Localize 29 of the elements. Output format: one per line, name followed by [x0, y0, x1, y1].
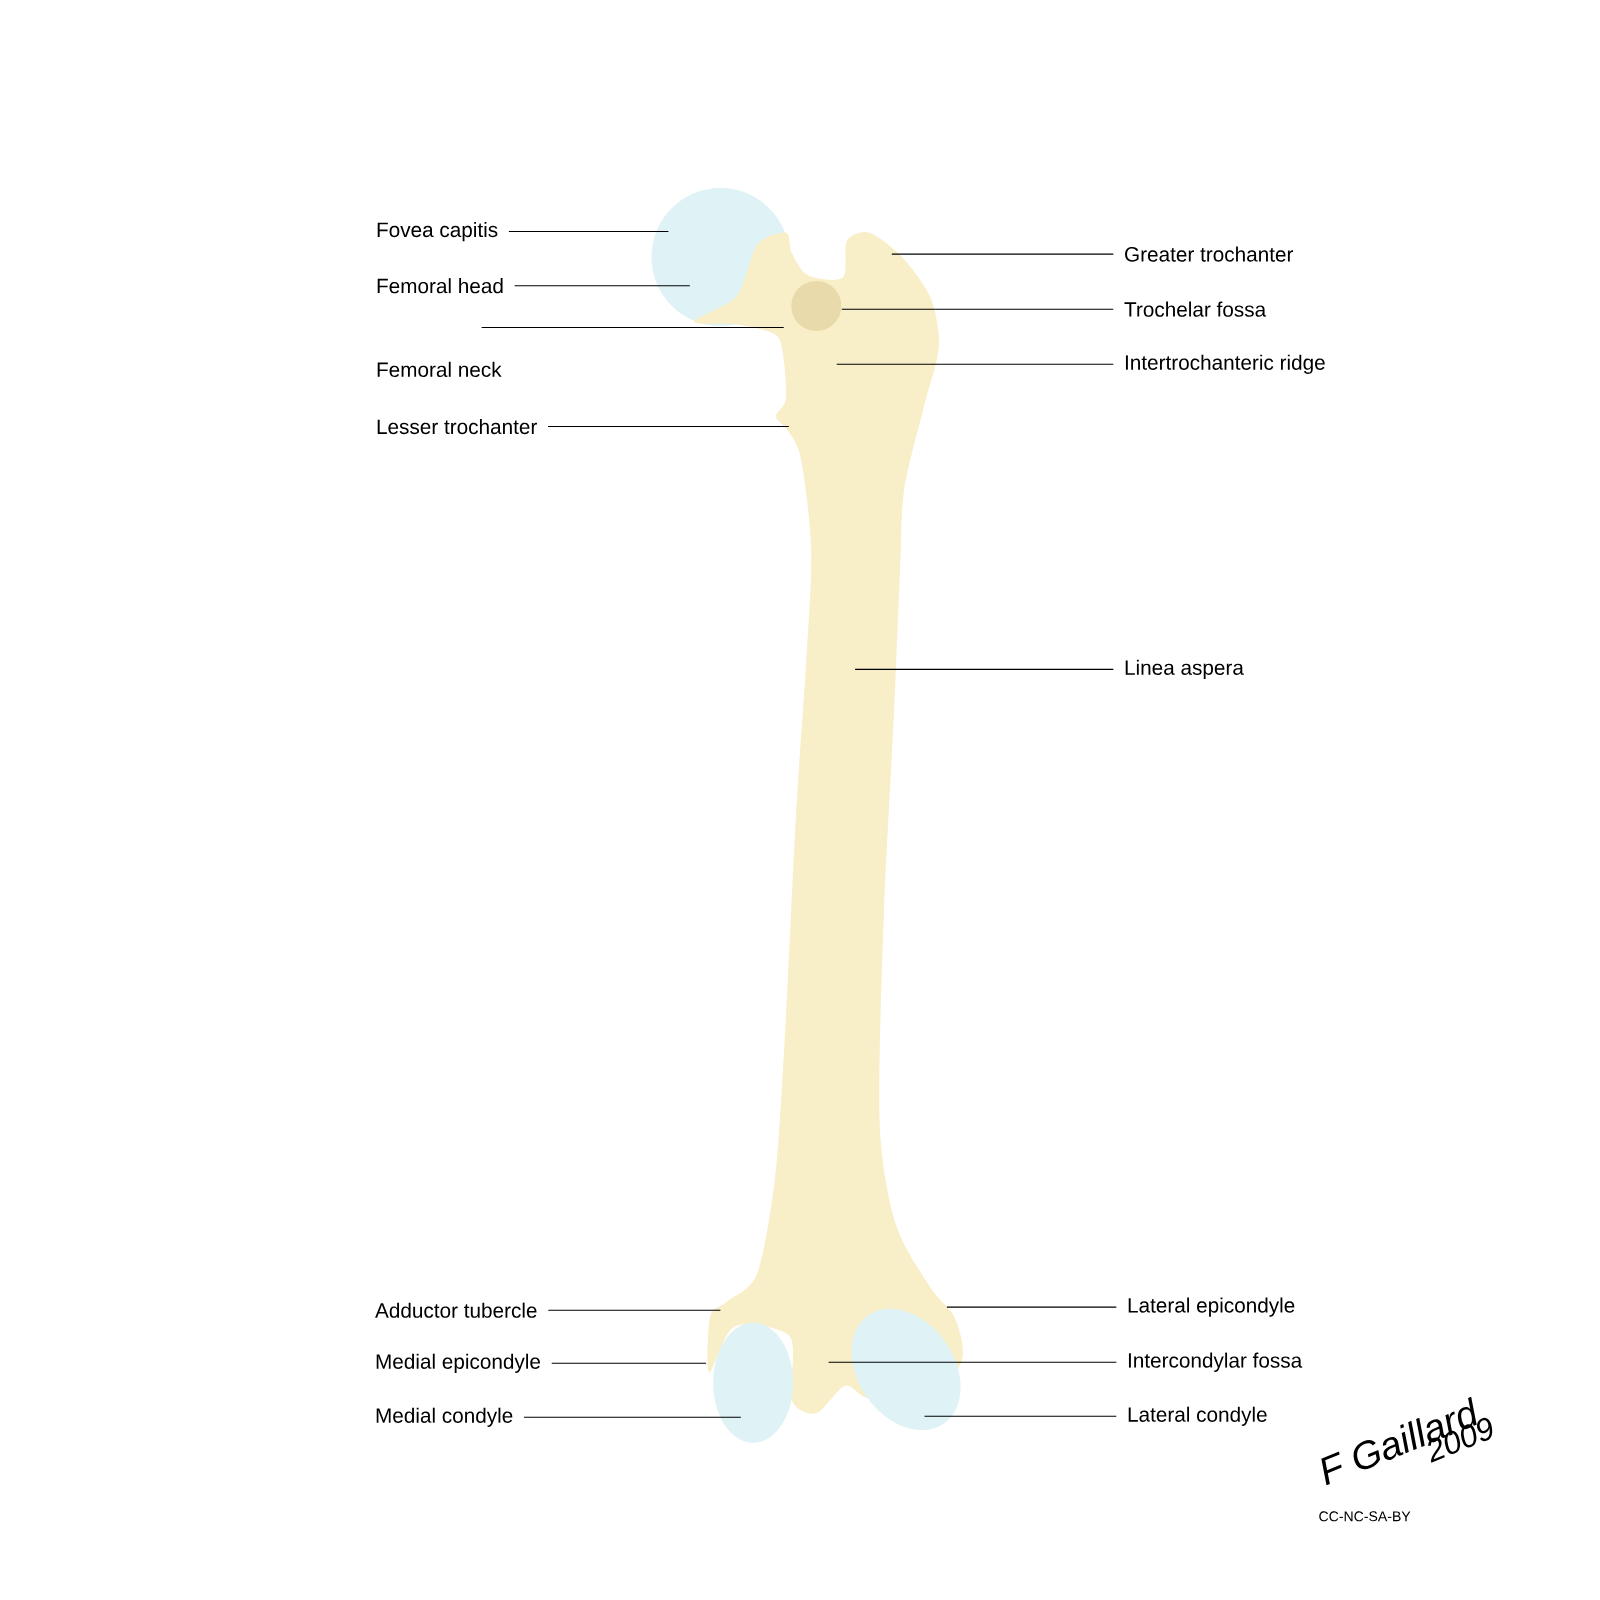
- leader-line: [547, 1309, 721, 1311]
- part-label: Medial epicondyle: [376, 1353, 540, 1373]
- leader-line: [508, 231, 669, 233]
- part-label: Lateral condyle: [1128, 1406, 1267, 1426]
- leader-line: [547, 425, 790, 427]
- leader-line: [481, 327, 785, 329]
- part-label: Lesser trochanter: [377, 418, 537, 435]
- part-label: Medial condyle: [376, 1407, 513, 1427]
- part-label: Fovea capitis: [377, 221, 498, 242]
- leader-line: [841, 308, 1114, 310]
- part-label: Intertrochanteric ridge: [1125, 354, 1325, 374]
- leader-line: [924, 1415, 1117, 1417]
- license-note: CC-NC-SA-BY: [1319, 1511, 1411, 1522]
- leader-line: [828, 1361, 1117, 1363]
- part-label: Femoral head: [377, 278, 503, 294]
- part-label: Adductor tubercle: [375, 1302, 537, 1318]
- leader-line: [891, 253, 1114, 255]
- leader-line: [946, 1306, 1117, 1308]
- part-label: Greater trochanter: [1125, 246, 1294, 262]
- leader-line: [854, 668, 1114, 670]
- part-label: Lateral epicondyle: [1128, 1297, 1295, 1317]
- leader-line: [514, 285, 691, 287]
- part-label: Femoral neck: [377, 361, 502, 378]
- leader-line: [551, 1362, 707, 1364]
- leader-line: [836, 363, 1114, 365]
- part-label: Linea aspera: [1125, 659, 1244, 680]
- leader-line: [523, 1416, 742, 1418]
- part-label: Intercondylar fossa: [1128, 1352, 1303, 1372]
- part-label: Trochelar fossa: [1124, 301, 1267, 317]
